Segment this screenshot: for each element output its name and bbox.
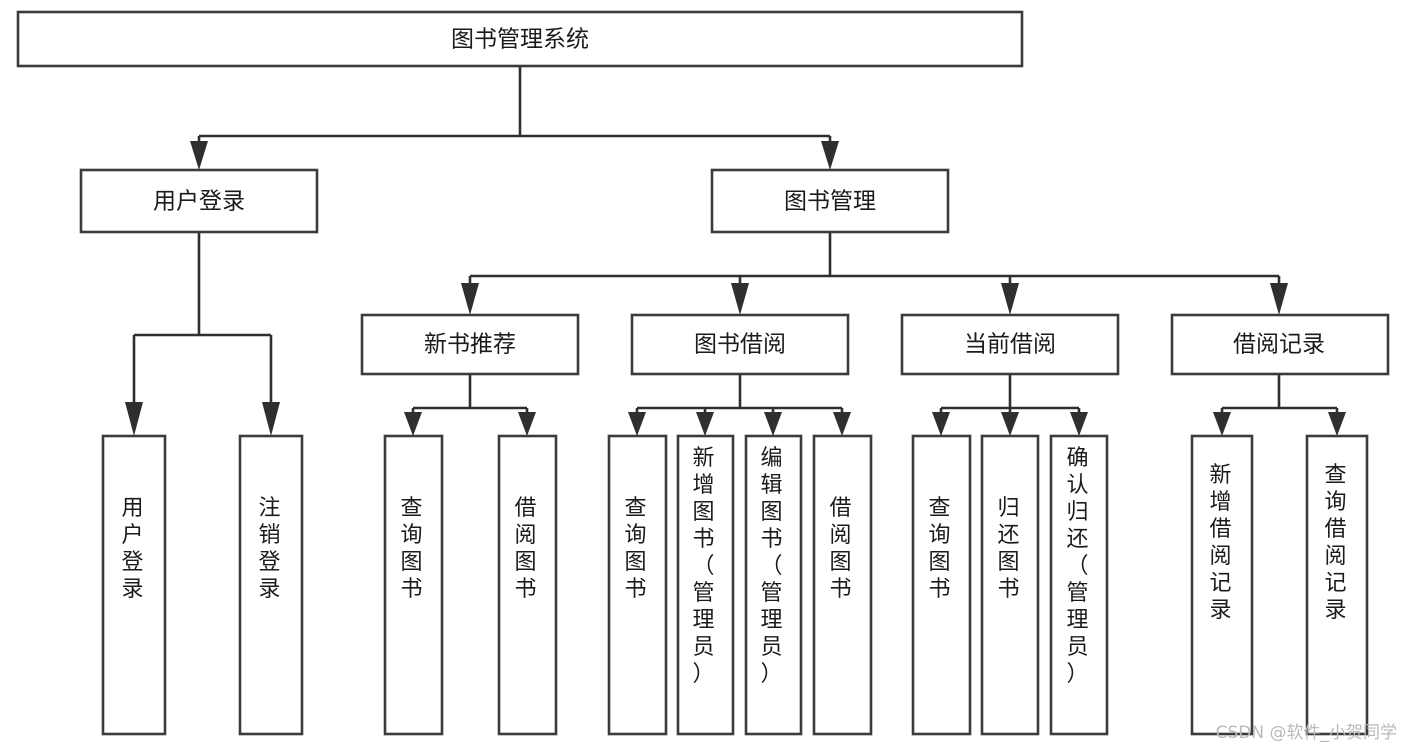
node-leaf-borrow-book-1-label: 借阅图书 [514, 496, 539, 602]
node-leaf-add-record[interactable]: 新增借阅记录 [1190, 434, 1254, 736]
node-book-management-label: 图书管理 [784, 189, 876, 215]
node-new-book-recommend[interactable]: 新书推荐 [360, 313, 580, 376]
arrow-book-management [821, 141, 839, 170]
node-leaf-query-book-1-box[interactable] [383, 434, 444, 736]
node-leaf-user-logout-box[interactable] [238, 434, 304, 736]
arrow-leaf-edit-book [764, 412, 782, 436]
node-leaf-add-book-label: 新增图书（管理员） [692, 446, 717, 687]
node-leaf-query-book-3[interactable]: 查询图书 [911, 434, 972, 736]
node-root-label: 图书管理系统 [451, 27, 589, 53]
arrow-leaf-borrow-book-1 [518, 412, 536, 436]
node-book-borrow-label: 图书借阅 [694, 332, 786, 358]
node-root[interactable]: 图书管理系统 [16, 10, 1024, 68]
arrow-leaf-user-login [125, 402, 143, 436]
node-leaf-add-record-box[interactable] [1190, 434, 1254, 736]
node-leaf-confirm-return-box[interactable] [1049, 434, 1109, 736]
node-leaf-query-book-3-label: 查询图书 [928, 496, 953, 602]
node-leaf-edit-book-box[interactable] [744, 434, 803, 736]
node-leaf-borrow-book-2-box[interactable] [812, 434, 873, 736]
node-book-management[interactable]: 图书管理 [710, 168, 950, 234]
node-leaf-query-book-1[interactable]: 查询图书 [383, 434, 444, 736]
node-leaf-add-book-box[interactable] [676, 434, 735, 736]
arrow-book-borrow [731, 283, 749, 315]
node-leaf-return-book-box[interactable] [980, 434, 1040, 736]
arrow-leaf-confirm-return [1070, 412, 1088, 436]
arrow-leaf-return-book [1001, 412, 1019, 436]
node-user-login-box[interactable] [79, 168, 319, 234]
arrow-borrow-record [1270, 283, 1288, 315]
node-leaf-confirm-return-label: 确认归还（管理员） [1066, 446, 1091, 687]
node-new-book-recommend-box[interactable] [360, 313, 580, 376]
arrow-leaf-user-logout [262, 402, 280, 436]
node-leaf-user-logout[interactable]: 注销登录 [238, 434, 304, 736]
node-book-borrow-box[interactable] [630, 313, 850, 376]
node-leaf-confirm-return[interactable]: 确认归还（管理员） [1049, 434, 1109, 736]
node-leaf-query-book-2[interactable]: 查询图书 [607, 434, 668, 736]
node-current-borrow[interactable]: 当前借阅 [900, 313, 1120, 376]
node-current-borrow-box[interactable] [900, 313, 1120, 376]
node-current-borrow-label: 当前借阅 [964, 332, 1056, 358]
node-borrow-record-box[interactable] [1170, 313, 1390, 376]
node-borrow-record[interactable]: 借阅记录 [1170, 313, 1390, 376]
arrow-leaf-add-record [1213, 412, 1231, 436]
arrow-user-login [190, 141, 208, 170]
node-leaf-user-login-label: 用户登录 [121, 496, 146, 602]
arrow-leaf-query-book-3 [932, 412, 950, 436]
node-user-login[interactable]: 用户登录 [79, 168, 319, 234]
arrow-new-book-recommend [461, 283, 479, 315]
arrow-current-borrow [1001, 283, 1019, 315]
node-leaf-query-book-2-label: 查询图书 [624, 496, 649, 602]
node-leaf-return-book[interactable]: 归还图书 [980, 434, 1040, 736]
node-leaf-edit-book-label: 编辑图书（管理员） [760, 446, 785, 687]
node-leaf-user-logout-label: 注销登录 [258, 496, 283, 602]
node-borrow-record-label: 借阅记录 [1233, 332, 1325, 358]
node-leaf-query-record-box[interactable] [1305, 434, 1369, 736]
node-leaf-query-record[interactable]: 查询借阅记录 [1305, 434, 1369, 736]
node-leaf-query-book-1-label: 查询图书 [400, 496, 425, 602]
edges-layer [125, 66, 1346, 436]
node-new-book-recommend-label: 新书推荐 [424, 332, 516, 358]
node-leaf-edit-book[interactable]: 编辑图书（管理员） [744, 434, 803, 736]
node-book-management-box[interactable] [710, 168, 950, 234]
node-leaf-query-book-3-box[interactable] [911, 434, 972, 736]
arrow-leaf-add-book [696, 412, 714, 436]
node-leaf-query-record-label: 查询借阅记录 [1324, 463, 1349, 623]
node-leaf-return-book-label: 归还图书 [997, 496, 1022, 602]
node-leaf-user-login-box[interactable] [101, 434, 167, 736]
node-leaf-borrow-book-2-label: 借阅图书 [829, 496, 854, 602]
node-leaf-add-record-label: 新增借阅记录 [1209, 463, 1234, 623]
node-leaf-query-book-2-box[interactable] [607, 434, 668, 736]
arrow-leaf-query-book-2 [628, 412, 646, 436]
node-leaf-borrow-book-1-box[interactable] [497, 434, 558, 736]
arrow-leaf-query-book-1 [404, 412, 422, 436]
node-leaf-user-login[interactable]: 用户登录 [101, 434, 167, 736]
arrow-leaf-borrow-book-2 [833, 412, 851, 436]
node-leaf-borrow-book-1[interactable]: 借阅图书 [497, 434, 558, 736]
node-leaf-add-book[interactable]: 新增图书（管理员） [676, 434, 735, 736]
node-leaf-borrow-book-2[interactable]: 借阅图书 [812, 434, 873, 736]
node-book-borrow[interactable]: 图书借阅 [630, 313, 850, 376]
node-root-box[interactable] [16, 10, 1024, 68]
arrow-leaf-query-record [1328, 412, 1346, 436]
node-user-login-label: 用户登录 [153, 189, 245, 215]
